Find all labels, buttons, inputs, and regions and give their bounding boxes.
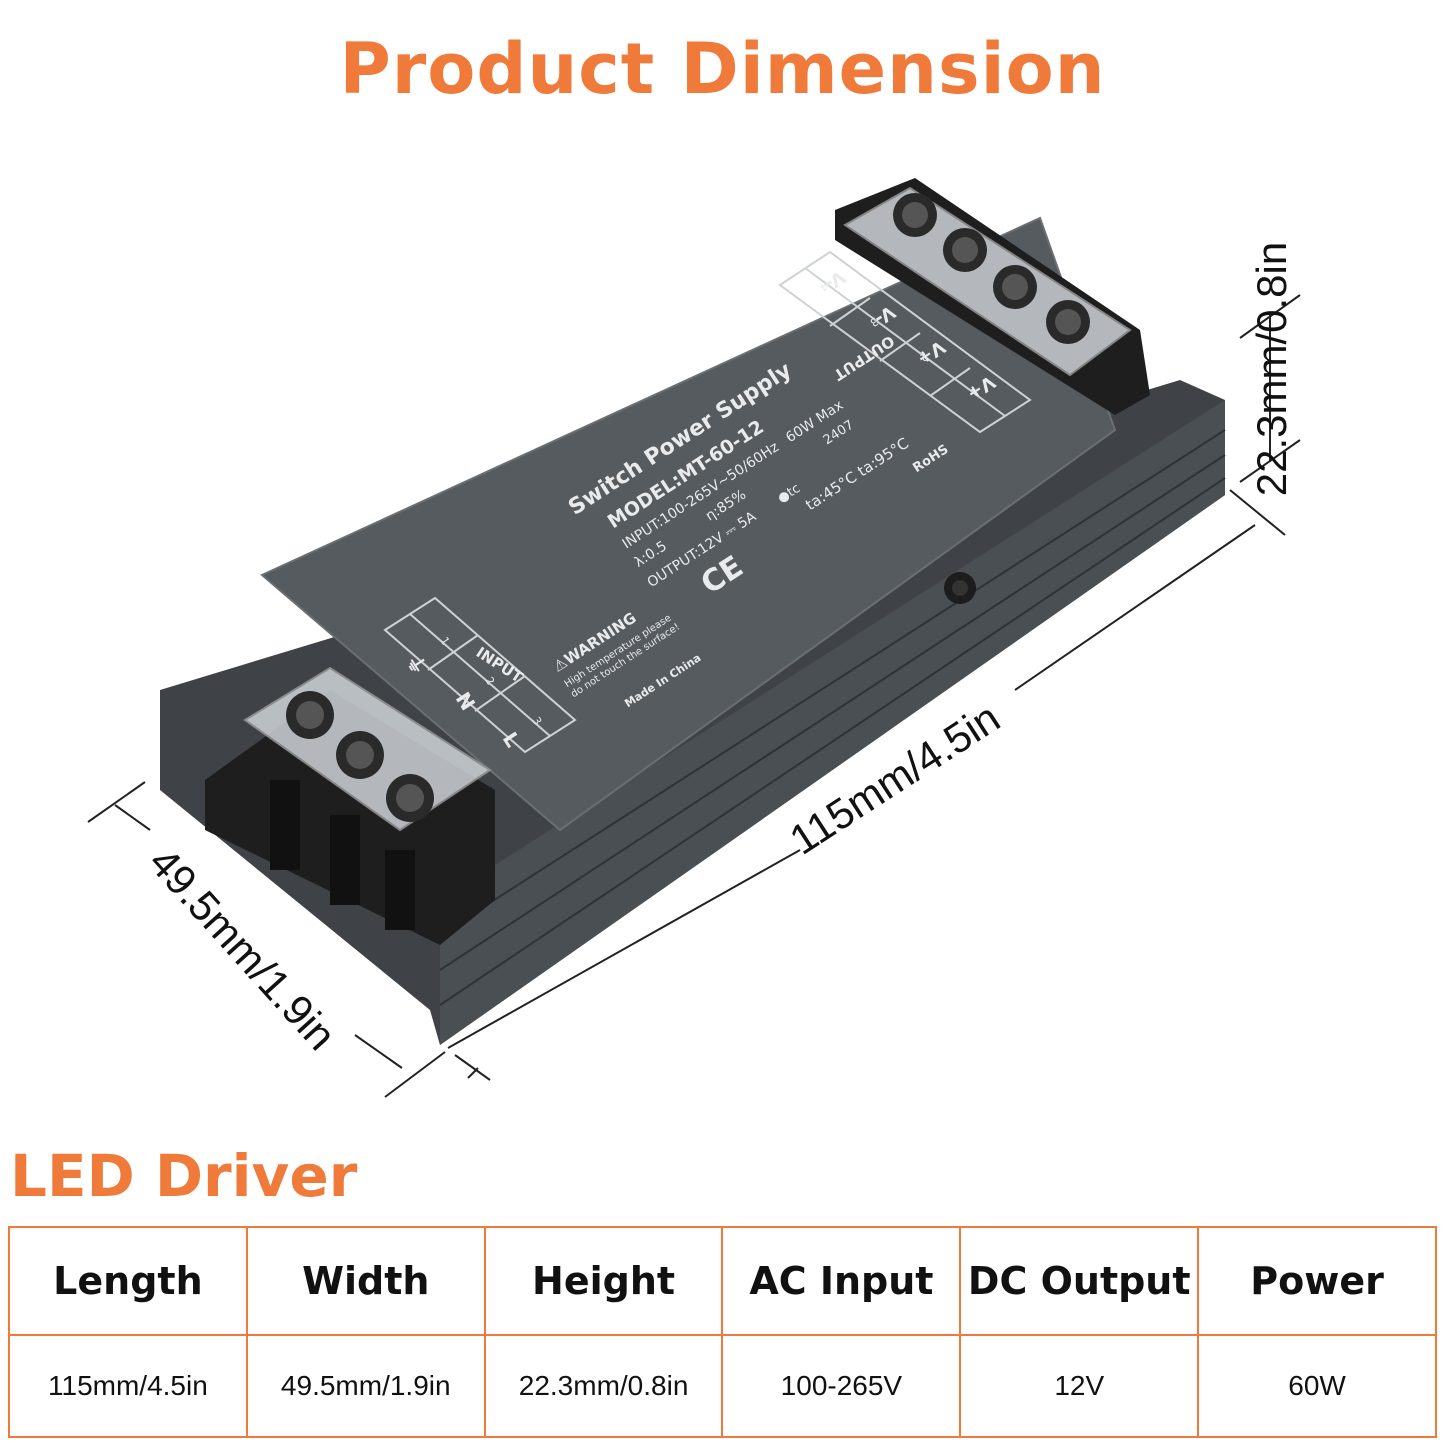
spec-header-row: Length Width Height AC Input DC Output P… — [8, 1226, 1437, 1336]
value-length: 115mm/4.5in — [8, 1334, 248, 1438]
header-length: Length — [8, 1226, 248, 1336]
input-terminal-block — [205, 666, 495, 945]
product-illustration: Switch Power Supply MODEL:MT-60-12 INPUT… — [87, 178, 1301, 1098]
housing-top — [260, 216, 1117, 832]
value-dc-output: 12V — [959, 1334, 1200, 1438]
header-power: Power — [1197, 1226, 1437, 1336]
output-terminal-block — [835, 178, 1150, 415]
value-width: 49.5mm/1.9in — [245, 1334, 486, 1438]
value-ac-input: 100-265V — [721, 1334, 962, 1438]
header-width: Width — [245, 1226, 486, 1336]
header-ac-input: AC Input — [721, 1226, 962, 1336]
section-title: LED Driver — [10, 1142, 358, 1210]
spec-value-row: 115mm/4.5in 49.5mm/1.9in 22.3mm/0.8in 10… — [8, 1334, 1437, 1438]
header-height: Height — [483, 1226, 724, 1336]
header-dc-output: DC Output — [959, 1226, 1200, 1336]
height-dimension-label: 22.3mm/0.8in — [1248, 241, 1296, 497]
spec-table: Length Width Height AC Input DC Output P… — [8, 1226, 1437, 1438]
value-height: 22.3mm/0.8in — [483, 1334, 724, 1438]
value-power: 60W — [1197, 1334, 1437, 1438]
dimension-lines — [87, 294, 1301, 1098]
page-title: Product Dimension — [339, 28, 1106, 110]
